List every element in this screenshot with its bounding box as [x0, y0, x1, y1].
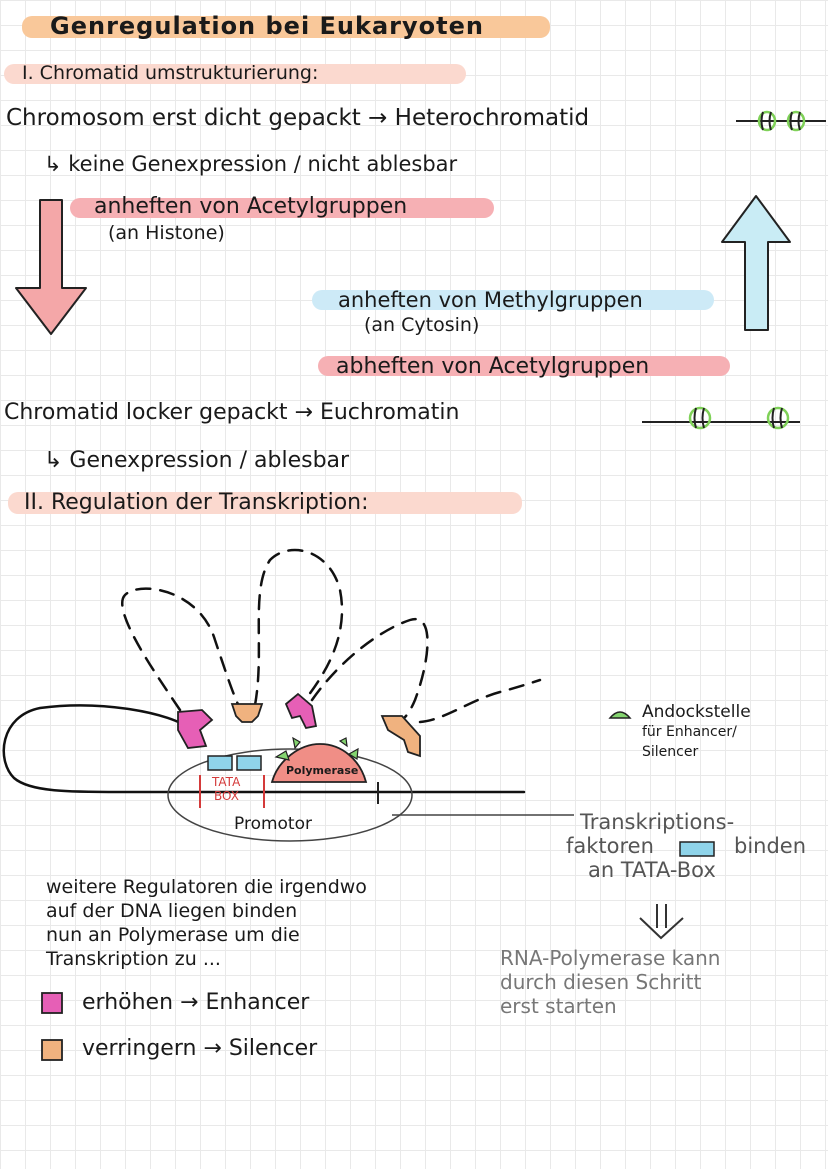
acetyl-attach-highlight — [70, 198, 494, 218]
silencer-legend-square — [41, 1039, 63, 1061]
tf-note-1: Transkriptions- — [580, 810, 735, 834]
enhancer-legend-label: erhöhen → Enhancer — [82, 990, 310, 1015]
docking-legend-icon — [608, 711, 632, 719]
tf-box-icon — [679, 841, 715, 857]
expression-line: ↳ Genexpression / ablesbar — [44, 448, 350, 473]
tata-factor-icon — [207, 755, 233, 771]
tf-note-2: faktoren — [566, 834, 654, 858]
no-expression-line: ↳ keine Genexpression / nicht ablesbar — [44, 152, 458, 176]
rna-note-3: erst starten — [500, 994, 617, 1018]
promotor-ellipse — [167, 748, 413, 842]
silencer-shape — [230, 703, 421, 758]
euchromatin-line: Chromatid locker gepackt → Euchromatin — [4, 400, 460, 425]
polymerase-shape — [270, 743, 368, 783]
regulators-note-3: nun an Polymerase um die — [46, 924, 300, 946]
page-title: Genregulation bei Eukaryoten — [50, 12, 484, 40]
section1-heading: I. Chromatid umstrukturierung: — [22, 62, 319, 84]
acetyl-detach-label: abheften von Acetylgruppen — [336, 354, 650, 379]
section2-highlight — [8, 492, 522, 514]
polymerase-label: Polymerase — [286, 764, 359, 777]
acetyl-attach-sub: (an Histone) — [108, 222, 225, 244]
tf-note-3: binden — [734, 834, 807, 858]
heterochromatin-icon — [736, 110, 826, 132]
title-highlight — [22, 16, 550, 38]
rna-note-1: RNA-Polymerase kann — [500, 946, 721, 970]
rna-note-2: durch diesen Schritt — [500, 970, 702, 994]
up-arrow-icon — [721, 195, 791, 331]
methyl-attach-sub: (an Cytosin) — [364, 314, 480, 336]
docking-legend-1: Andockstelle — [642, 702, 751, 722]
tf-note-4: an TATA-Box — [588, 858, 716, 882]
section1-highlight — [4, 64, 466, 84]
down-arrow-icon — [15, 199, 87, 335]
silencer-legend-label: verringern → Silencer — [82, 1036, 318, 1061]
implies-arrow-icon — [639, 904, 684, 940]
acetyl-detach-highlight — [318, 356, 730, 376]
tata-label-2: BOX — [214, 789, 239, 803]
docking-site-icon — [274, 736, 359, 761]
promotor-label: Promotor — [234, 814, 312, 834]
docking-legend-2: für Enhancer/ — [642, 724, 737, 740]
regulators-note-2: auf der DNA liegen binden — [46, 900, 298, 922]
enhancer-legend-square — [41, 992, 63, 1014]
section2-heading: II. Regulation der Transkription: — [24, 490, 369, 515]
regulators-note-1: weitere Regulatoren die irgendwo — [46, 876, 367, 898]
methyl-attach-label: anheften von Methylgruppen — [338, 288, 643, 312]
heterochromatin-line: Chromosom erst dicht gepackt → Heterochr… — [6, 105, 590, 131]
euchromatin-icon — [642, 406, 800, 430]
tata-label-1: TATA — [212, 775, 241, 789]
tata-factor-icon — [236, 755, 262, 771]
docking-legend-3: Silencer — [642, 744, 699, 760]
dna-strand — [2, 548, 542, 794]
acetyl-attach-label: anheften von Acetylgruppen — [94, 194, 408, 219]
enhancer-shape — [177, 692, 318, 749]
regulators-note-4: Transkription zu ... — [46, 948, 221, 970]
methyl-attach-highlight — [312, 290, 714, 310]
